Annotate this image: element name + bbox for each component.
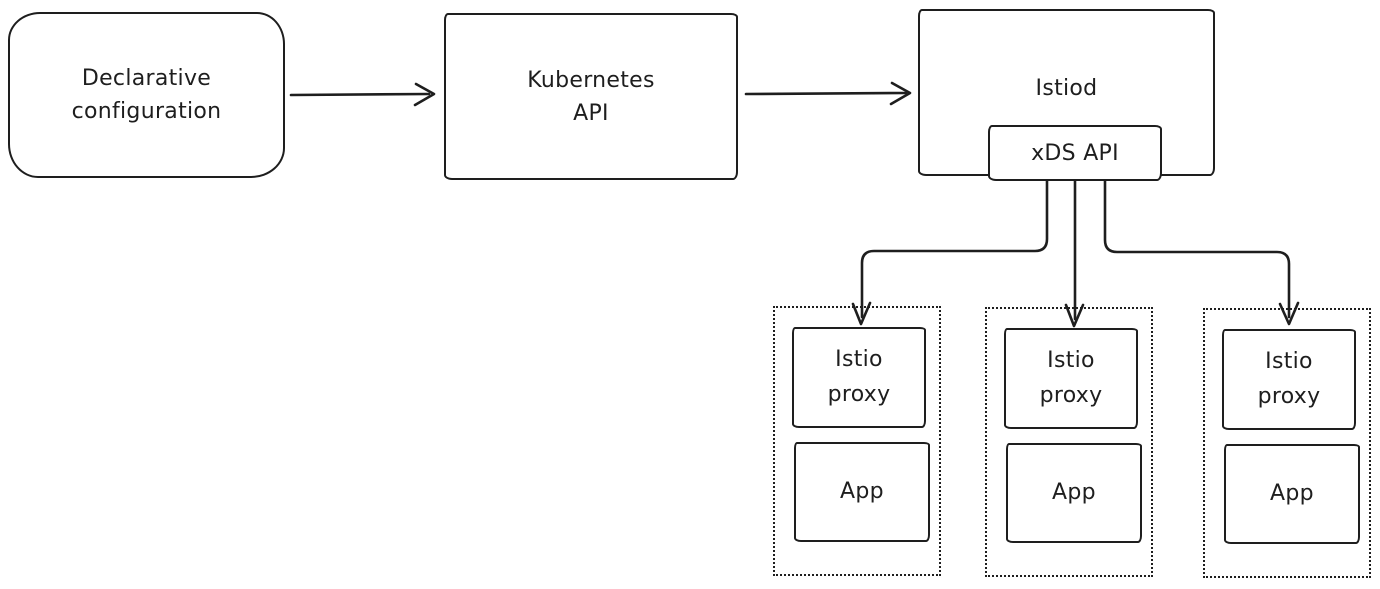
istio-proxy-1-label: Istio proxy [827,347,891,407]
node-istio-proxy-2: Istio proxy [1004,328,1138,429]
node-app-3: App [1224,444,1360,544]
istiod-label: Istiod [1035,76,1098,101]
app-3-label: App [1270,480,1314,506]
node-istio-proxy-3: Istio proxy [1222,329,1356,430]
pod-3: Istio proxy App [1203,308,1371,578]
node-xds-api: xDS API [988,125,1162,181]
pod-2: Istio proxy App [985,307,1153,577]
istio-proxy-2-label: Istio proxy [1039,348,1103,408]
declarative-configuration-label: Declarative configuration [71,66,222,124]
pod-1: Istio proxy App [773,306,941,576]
kubernetes-api-label: Kubernetes API [527,67,655,126]
node-istio-proxy-1: Istio proxy [792,327,926,428]
node-declarative-configuration: Declarative configuration [8,12,285,178]
node-kubernetes-api: Kubernetes API [444,13,738,180]
connector-xds-to-pod-2-icon [1064,179,1085,328]
connector-xds-to-pod-3-icon [1103,179,1300,326]
connector-xds-to-pod-1-icon [851,179,1049,326]
arrow-declarative-to-kubernetes-icon [289,82,436,107]
node-app-2: App [1006,443,1142,543]
app-2-label: App [1052,479,1096,505]
node-app-1: App [794,442,930,542]
xds-api-label: xDS API [1031,140,1119,166]
istio-proxy-3-label: Istio proxy [1257,349,1321,409]
arrow-kubernetes-to-istiod-icon [744,81,912,106]
app-1-label: App [840,478,884,504]
